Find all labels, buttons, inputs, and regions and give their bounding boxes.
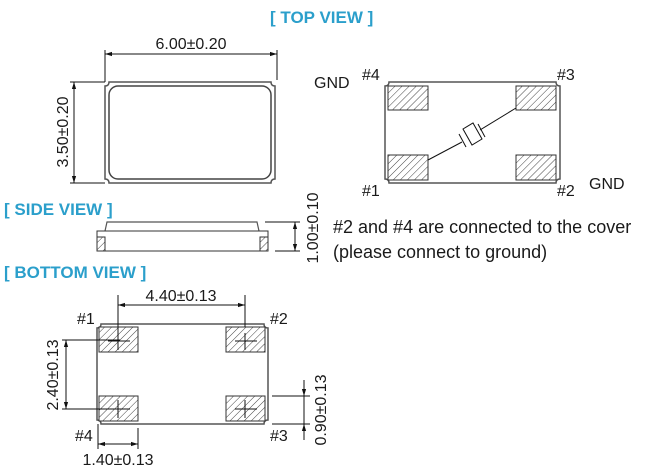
top-view-title: [ TOP VIEW ] (270, 8, 373, 27)
pin2-label: #2 (557, 183, 575, 200)
pad-pitch-y-dimension: 2.40±0.13 (45, 339, 62, 410)
bottom-pin2-label: #2 (270, 311, 288, 328)
bottom-view: 4.40±0.13 2.40±0.13 1.40±0.13 0.90±0.13 … (45, 288, 330, 469)
bottom-view-title: [ BOTTOM VIEW ] (4, 263, 146, 282)
note-line-1: #2 and #4 are connected to the cover (333, 217, 631, 237)
length-dimension: 6.00±0.20 (155, 36, 226, 53)
crystal-symbol-icon (427, 107, 517, 161)
pad-length-dimension: 1.40±0.13 (82, 452, 153, 469)
top-view: 6.00±0.20 3.50±0.20 (55, 36, 278, 184)
width-dimension: 3.50±0.20 (55, 96, 72, 167)
pad-pitch-x-dimension: 4.40±0.13 (145, 288, 216, 305)
pin3-label: #3 (557, 67, 575, 84)
gnd-label-pin2: GND (589, 176, 625, 193)
pin-schematic: GND #4 #3 #1 #2 GND (314, 67, 625, 200)
bottom-pin3-label: #3 (270, 428, 288, 445)
side-view: 1.00±0.10 (96, 192, 322, 264)
gnd-label-pin4: GND (314, 75, 350, 92)
pad-width-dimension: 0.90±0.13 (313, 374, 330, 445)
pin4-label: #4 (362, 67, 380, 84)
note-line-2: (please connect to ground) (333, 242, 547, 262)
bottom-pin4-label: #4 (75, 428, 93, 445)
pin1-label: #1 (362, 183, 380, 200)
bottom-pin1-label: #1 (77, 311, 95, 328)
side-view-title: [ SIDE VIEW ] (4, 200, 113, 219)
height-dimension: 1.00±0.10 (305, 192, 322, 263)
